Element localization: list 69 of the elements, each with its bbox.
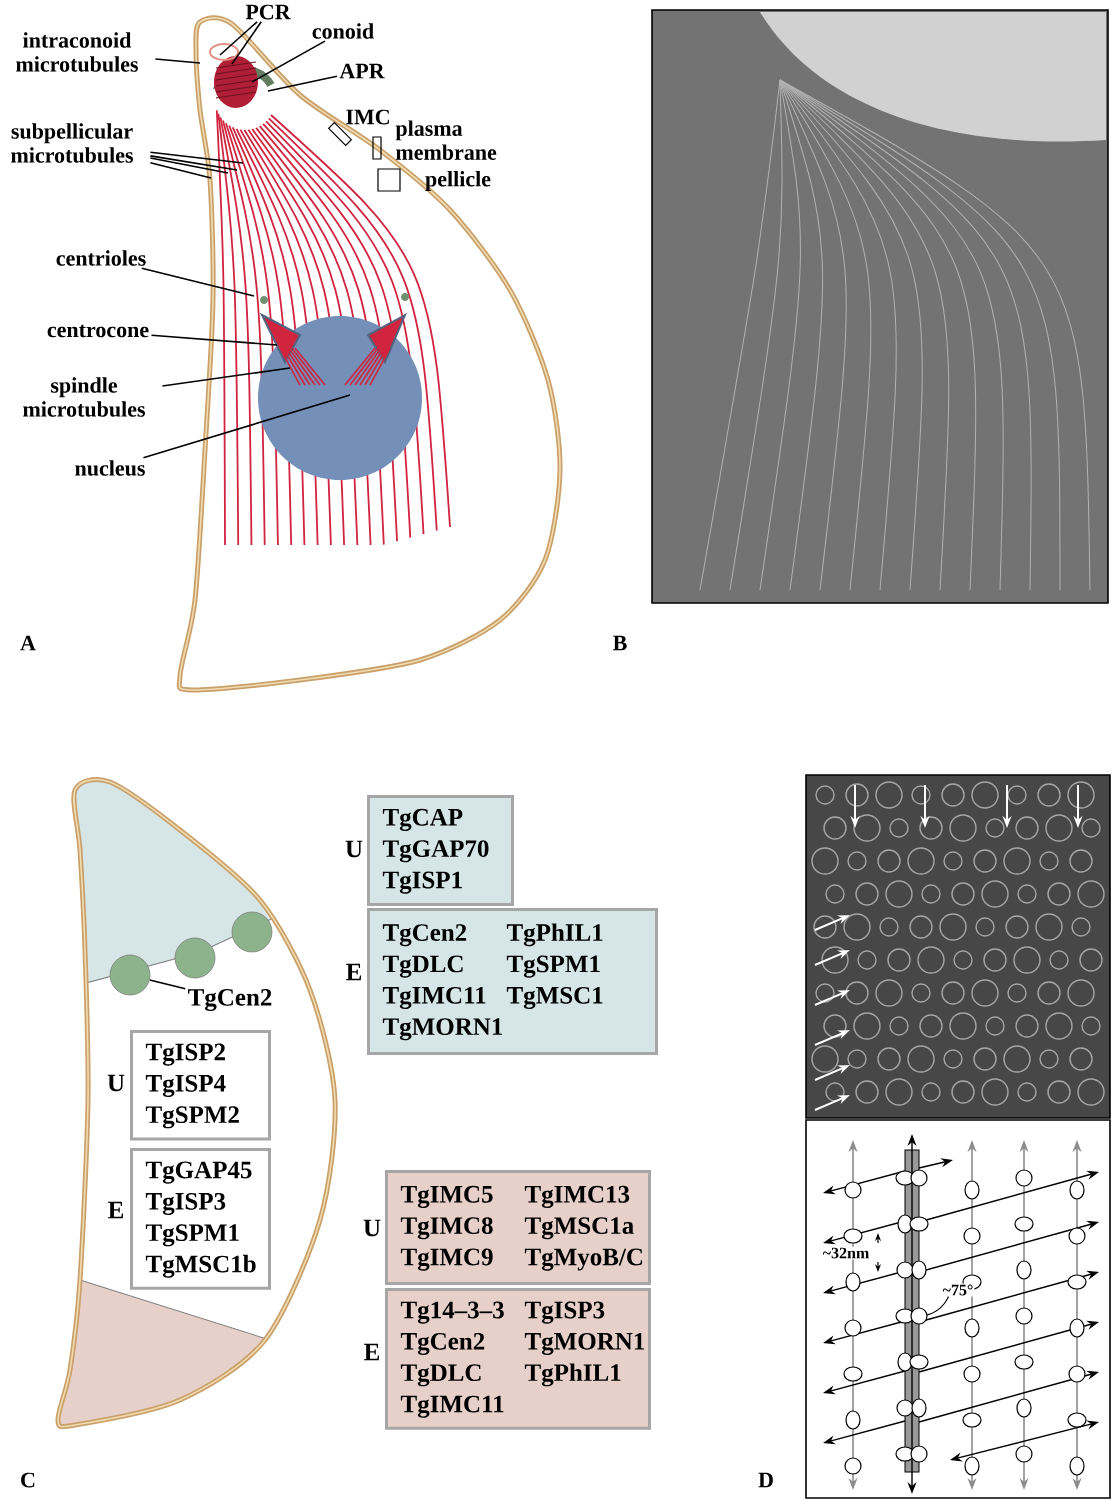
dimension-label: ~32nm <box>821 1246 871 1260</box>
node-label: TgMSC1b <box>145 1254 256 1278</box>
protein-box: TgISP2 TgISP4 TgSPM2 <box>130 1030 271 1141</box>
callout-label: TgCen2 <box>188 988 272 1012</box>
leader-line <box>149 157 229 174</box>
leader-line <box>231 21 263 65</box>
node-label: TgGAP45 <box>145 1161 252 1184</box>
leader-line <box>149 161 212 179</box>
callout-label: intraconoid microtubules <box>16 32 138 72</box>
centrin-dot <box>109 954 151 996</box>
callout-label: nucleus <box>75 460 145 476</box>
node-label: TgSPM1 <box>145 1224 239 1247</box>
node-label: TgMSC1 <box>506 986 603 1009</box>
leader-line <box>219 21 258 56</box>
panel-letter: A <box>20 635 36 651</box>
node-label: TgIMC11 <box>382 986 486 1009</box>
leader-line <box>141 267 255 297</box>
callout-label: centrioles <box>56 250 146 266</box>
callout-label: centrocone <box>47 324 149 338</box>
leader-line <box>142 394 351 459</box>
protein-box: TgCAP TgGAP70 TgISP1 <box>367 795 514 906</box>
angle-label: ~75° <box>941 1283 975 1297</box>
side-label: E <box>364 1343 380 1361</box>
callout-label: APR <box>339 63 385 79</box>
panel-letter: D <box>758 1472 773 1488</box>
callout-label: subpellicular microtubules <box>11 123 133 163</box>
side-label: U <box>107 1074 125 1092</box>
part-label: IMC <box>346 109 389 125</box>
node-label: TgMSC1a <box>524 1217 634 1240</box>
node-label: TgIMC9 <box>400 1248 493 1271</box>
node-label: TgDLC <box>400 1364 481 1387</box>
leader-line <box>161 367 291 387</box>
leader-line <box>150 334 278 346</box>
node-label: TgPhIL1 <box>506 923 603 947</box>
node-label: TgMORN1 <box>382 1018 503 1041</box>
node-label: TgDLC <box>382 955 463 978</box>
node-label: TgPhIL1 <box>524 1363 621 1387</box>
leader-line <box>149 155 238 171</box>
leader-line <box>267 75 338 92</box>
node-label: TgISP3 <box>524 1301 605 1324</box>
protein-box: TgGAP45 TgISP3 TgSPM1 TgMSC1b <box>130 1148 271 1290</box>
leader-line <box>154 58 201 64</box>
side-label: E <box>346 963 362 981</box>
leader-line <box>149 979 187 990</box>
callout-label: conoid <box>312 23 374 39</box>
part-label: pellicle <box>425 171 491 191</box>
protein-box: Tg14–3–3 TgISP3 TgCen2 TgMORN1 TgDLC TgPhIL1 TgIMC11 <box>385 1288 651 1430</box>
node-label: TgSPM1 <box>506 955 600 978</box>
panel-letter: C <box>21 1472 35 1488</box>
node-label: TgCen2 <box>382 924 467 947</box>
leader-line <box>149 151 244 164</box>
side-label: E <box>108 1201 124 1219</box>
side-label: U <box>345 840 363 858</box>
callout-label: spindle microtubules <box>23 377 145 417</box>
node-label: TgIMC5 <box>400 1185 493 1208</box>
callout-label: PCR <box>245 4 291 20</box>
side-label: U <box>363 1219 381 1237</box>
protein-box: TgCen2 TgPhIL1 TgDLC TgSPM1 TgIMC11 TgMSC1 TgMORN1 <box>367 908 658 1055</box>
node-label: TgIMC8 <box>400 1217 493 1240</box>
node-label: Tg14–3–3 <box>400 1301 504 1324</box>
protein-box: TgIMC5 TgIMC13 TgIMC8 TgMSC1a TgIMC9 TgMyoB/C <box>385 1170 651 1285</box>
panel-letter: B <box>613 635 627 651</box>
leader-line <box>251 40 326 83</box>
node-label: TgMORN1 <box>524 1332 645 1356</box>
node-label: TgCen2 <box>400 1332 485 1356</box>
node-label: TgIMC13 <box>524 1185 630 1208</box>
node-label: TgIMC11 <box>400 1395 504 1418</box>
node-label: TgISP3 <box>145 1192 226 1216</box>
node-label: TgMyoB/C <box>524 1248 643 1271</box>
